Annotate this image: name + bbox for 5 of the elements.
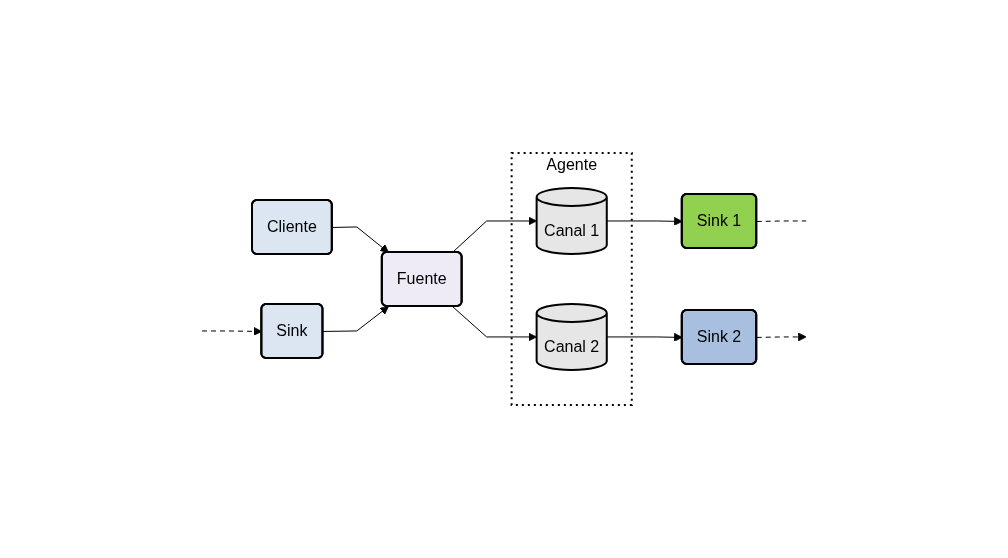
arrow: [331, 226, 389, 253]
arrow: [451, 306, 537, 342]
arrow: [756, 332, 807, 342]
arrow: [322, 306, 389, 332]
connector: [756, 220, 807, 222]
